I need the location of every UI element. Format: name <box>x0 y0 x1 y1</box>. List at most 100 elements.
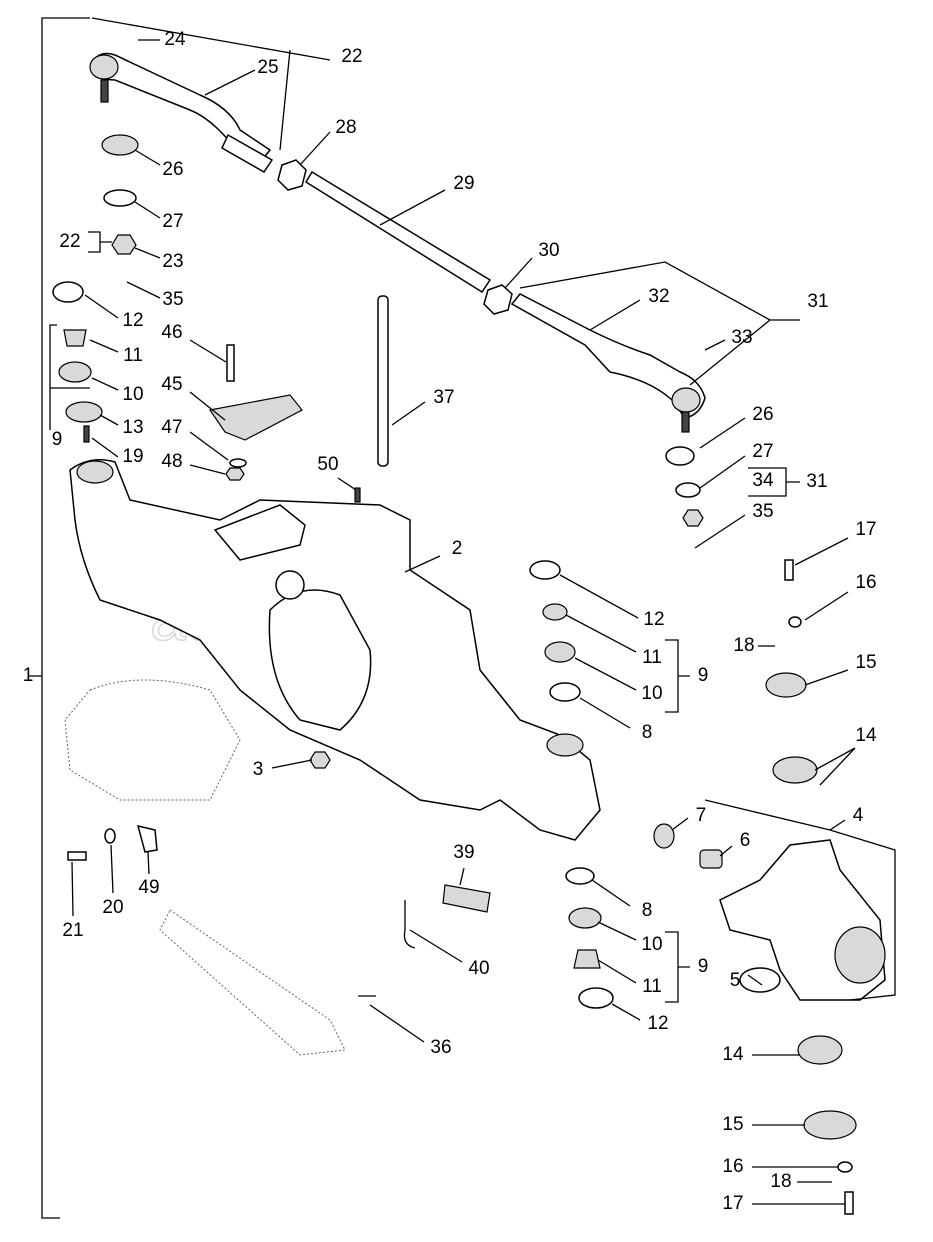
callout-11: 11 <box>642 976 662 997</box>
callout-2: 2 <box>452 538 463 559</box>
bracket-49 <box>136 824 158 853</box>
callout-8: 8 <box>642 900 653 921</box>
front-axle-bracket <box>28 17 90 1219</box>
washer-26 <box>101 134 139 156</box>
callout-31: 31 <box>807 291 828 312</box>
bolt-50 <box>354 487 361 503</box>
screw-19 <box>83 425 90 443</box>
washer-8c <box>565 867 595 885</box>
nut-30 <box>483 284 513 315</box>
callout-18: 18 <box>733 635 754 656</box>
callout-19: 19 <box>122 446 143 467</box>
nut-28 <box>277 159 307 191</box>
callout-15: 15 <box>855 652 876 673</box>
cone-11b <box>542 603 568 621</box>
bearing-10b <box>544 641 576 663</box>
part-39 <box>442 884 491 913</box>
callout-39: 39 <box>453 842 474 863</box>
callout-17: 17 <box>855 519 876 540</box>
callout-40: 40 <box>468 958 489 979</box>
callout-33: 33 <box>731 327 752 348</box>
callout-13: 13 <box>122 417 143 438</box>
bushing-6 <box>699 849 723 869</box>
callout-11: 11 <box>123 345 143 366</box>
wire-40 <box>403 900 416 949</box>
callout-35: 35 <box>752 501 773 522</box>
callout-4: 4 <box>853 805 864 826</box>
callout-15: 15 <box>722 1114 743 1135</box>
steering-knuckle-4 <box>719 839 886 1001</box>
callout-36: 36 <box>430 1037 451 1058</box>
washer-26b <box>665 446 695 466</box>
seal-12 <box>52 281 84 303</box>
washer-20 <box>104 828 116 844</box>
callout-16: 16 <box>855 572 876 593</box>
parts <box>52 52 886 1215</box>
washer-8b <box>549 682 581 702</box>
callout-34: 34 <box>752 470 774 491</box>
callout-27: 27 <box>752 441 773 462</box>
callout-50: 50 <box>317 454 338 475</box>
plate-45 <box>208 394 303 441</box>
washer-13 <box>65 401 103 423</box>
bolt-17 <box>784 559 794 581</box>
callout-10: 10 <box>122 384 143 405</box>
callout-11: 11 <box>642 647 662 668</box>
callout-1: 1 <box>23 665 34 686</box>
callout-5: 5 <box>730 970 741 991</box>
callout-9: 9 <box>698 665 709 686</box>
callout-22: 22 <box>59 231 80 252</box>
washer-16 <box>788 616 802 628</box>
pin-37 <box>377 295 389 467</box>
callout-30: 30 <box>538 240 559 261</box>
differential-ghost <box>64 679 241 801</box>
axle-housing-2 <box>69 459 601 841</box>
callout-12: 12 <box>647 1013 668 1034</box>
nut-3 <box>309 751 331 769</box>
callout-23: 23 <box>162 251 183 272</box>
bearing-14 <box>772 756 818 784</box>
bolt-17b <box>844 1191 854 1215</box>
seal-12c <box>578 987 614 1009</box>
callout-49: 49 <box>138 877 159 898</box>
driveshaft-ghost <box>159 909 346 1056</box>
callout-9: 9 <box>698 956 709 977</box>
callout-14: 14 <box>855 725 877 746</box>
washer-16b <box>837 1161 853 1173</box>
callout-47: 47 <box>161 417 182 438</box>
nut-34 <box>682 509 704 527</box>
callout-10: 10 <box>641 934 662 955</box>
callout-25: 25 <box>257 57 278 78</box>
callout-27: 27 <box>162 211 183 232</box>
callout-7: 7 <box>696 805 707 826</box>
king-pin-15b <box>803 1110 857 1140</box>
callout-31: 31 <box>806 471 827 492</box>
callout-18: 18 <box>770 1171 791 1192</box>
bolt-46 <box>226 344 235 382</box>
cone-11 <box>63 329 87 347</box>
bearing-10 <box>58 361 92 383</box>
nut-23 <box>111 234 137 255</box>
tube-29 <box>304 170 492 294</box>
callout-45: 45 <box>161 374 182 395</box>
washer-27b <box>675 482 701 498</box>
washer-47 <box>229 458 247 468</box>
callout-32: 32 <box>648 286 669 307</box>
bearing-14b <box>797 1035 843 1065</box>
callout-22: 22 <box>341 46 362 67</box>
callout-12: 12 <box>643 609 664 630</box>
callout-9: 9 <box>52 429 63 450</box>
callout-28: 28 <box>335 117 356 138</box>
bearing-10c <box>568 907 602 929</box>
callout-12: 12 <box>122 310 143 331</box>
callout-17: 17 <box>722 1193 743 1214</box>
callout-10: 10 <box>641 683 662 704</box>
tie-rod-end-left <box>89 52 274 173</box>
callout-24: 24 <box>164 29 186 50</box>
leader-lines <box>49 17 896 1205</box>
callout-14: 14 <box>722 1044 744 1065</box>
callout-35: 35 <box>162 289 183 310</box>
callout-6: 6 <box>740 830 751 851</box>
callout-8: 8 <box>642 722 653 743</box>
